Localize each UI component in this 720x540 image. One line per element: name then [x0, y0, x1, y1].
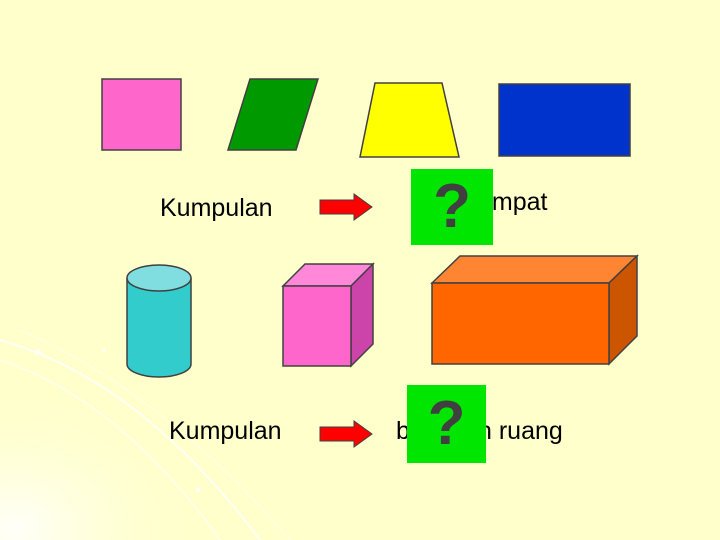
blue-rectangle-shape [498, 83, 631, 157]
row1-red-arrow-icon [319, 193, 373, 221]
row2-left-label: Kumpulan [169, 417, 282, 445]
orange-cuboid-shape [430, 254, 639, 366]
green-parallelogram-shape [226, 78, 320, 151]
teal-cylinder-shape [126, 264, 192, 378]
row2-right-label-prefix: b [396, 417, 410, 445]
row2-question-box: ? [407, 385, 486, 463]
row1-question-box: ? [411, 169, 493, 245]
row2-right-label-suffix: n ruang [478, 417, 563, 445]
row2-red-arrow-icon [319, 420, 373, 448]
pink-square-shape [101, 78, 182, 151]
row1-left-label: Kumpulan [160, 194, 273, 222]
yellow-trapezoid-shape [359, 82, 460, 158]
question-mark-icon: ? [427, 389, 466, 458]
question-mark-icon: ? [433, 172, 471, 241]
pink-cube-shape [281, 262, 375, 368]
